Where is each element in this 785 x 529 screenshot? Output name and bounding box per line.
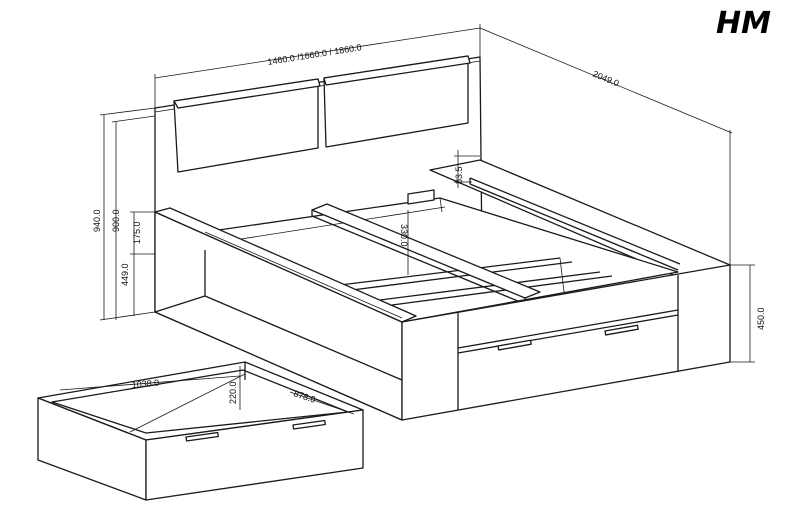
dim-length: 2049.0 bbox=[591, 69, 620, 89]
drawer-unit-handle-right bbox=[292, 419, 326, 430]
dim-rail-height: 175.0 bbox=[132, 221, 142, 244]
drawer-unit-handle-left bbox=[185, 431, 219, 442]
dim-slat-offset: 83.5 bbox=[454, 166, 464, 184]
drawer-handle-right bbox=[604, 324, 639, 336]
drawer-handle-left bbox=[497, 339, 532, 351]
dim-drawer-width: 1038.0 bbox=[131, 378, 159, 390]
dim-headboard-height: 940.0 bbox=[92, 209, 102, 232]
dim-slat-depth: 330.0 bbox=[399, 224, 409, 247]
dim-side-height: 449.0 bbox=[120, 263, 130, 286]
bed-frame bbox=[154, 159, 731, 421]
dim-headboard-panel-height: 900.0 bbox=[111, 209, 121, 232]
drawer-unit bbox=[37, 361, 364, 501]
dim-bed-height: 450.0 bbox=[756, 307, 766, 330]
dim-width-options: 1460.0 /1660.0 / 1860.0 bbox=[267, 42, 362, 67]
dim-drawer-height: 220.0 bbox=[228, 381, 238, 404]
brand-logo: HM bbox=[716, 6, 771, 41]
dimension-lines bbox=[59, 24, 755, 415]
